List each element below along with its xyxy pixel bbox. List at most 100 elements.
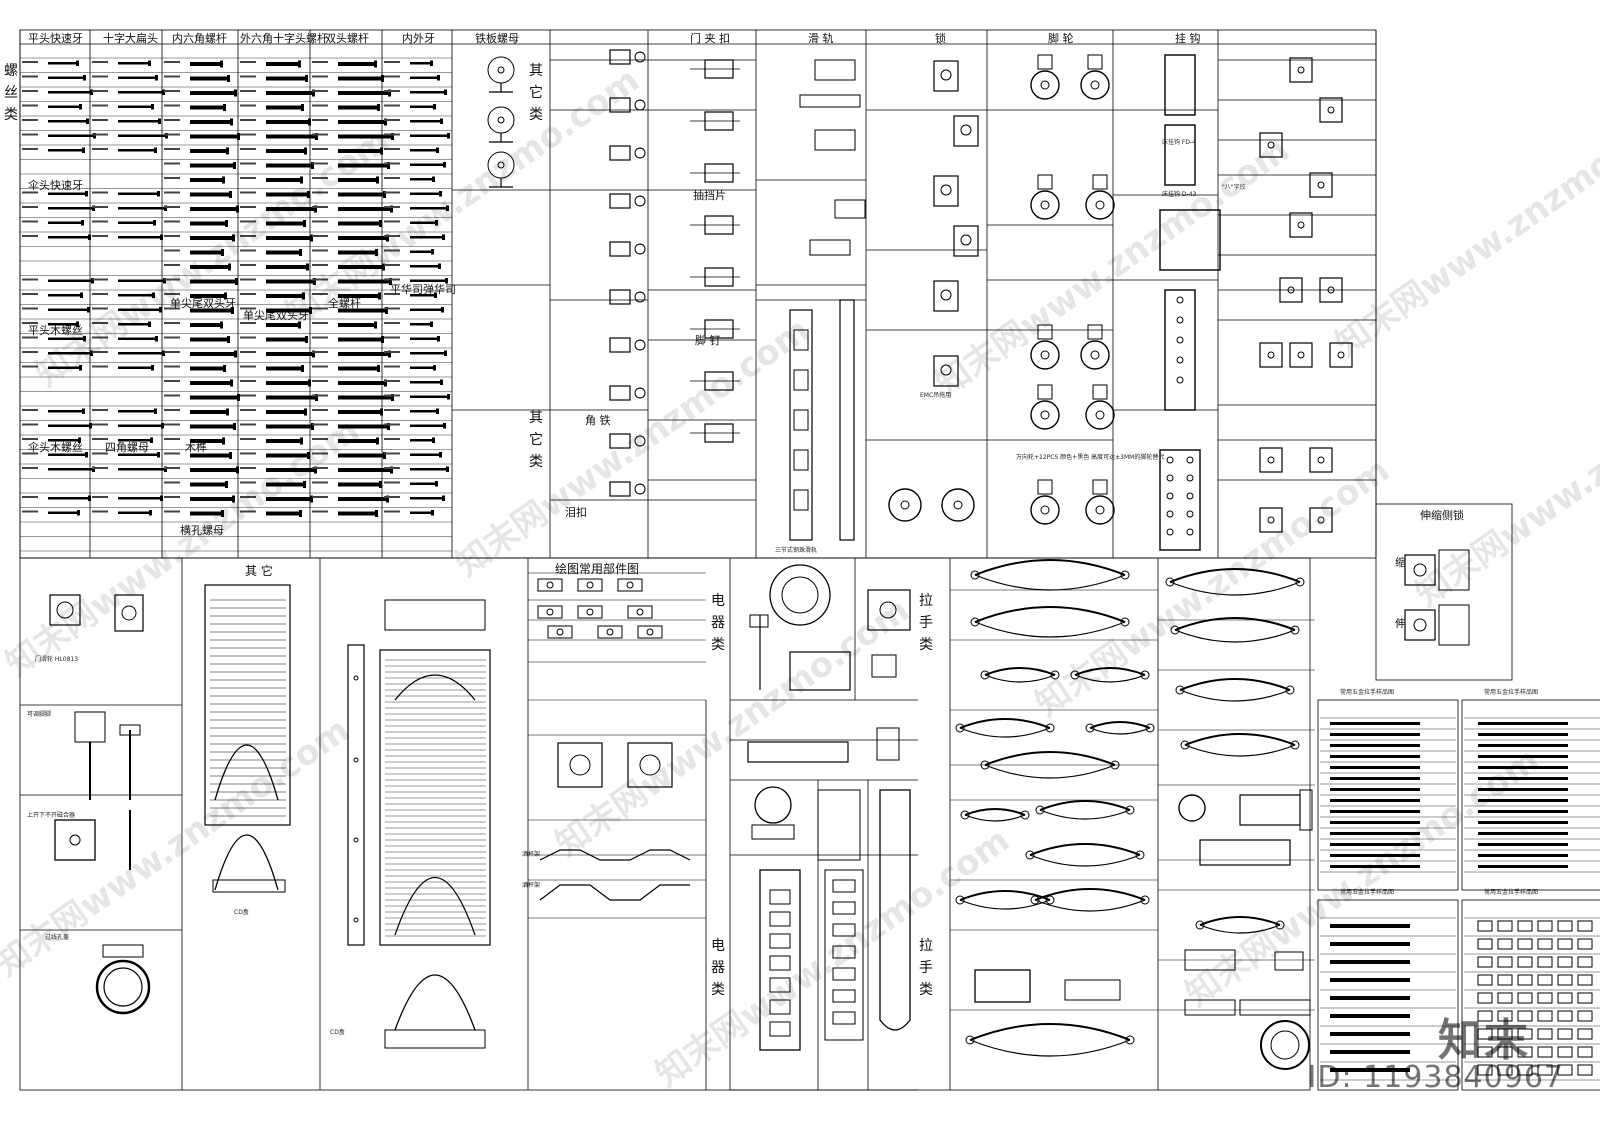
handle-end xyxy=(1295,577,1305,587)
ornate-handle xyxy=(1034,899,1146,912)
screw-head xyxy=(301,104,304,111)
spec-label-bar xyxy=(22,365,38,368)
plate-nut-hole xyxy=(497,161,505,169)
caster-wheel xyxy=(1030,190,1060,220)
cd-tower-arch xyxy=(394,674,476,701)
handle-thumb xyxy=(1477,956,1493,968)
screw-head xyxy=(437,336,440,342)
ornate-handle xyxy=(1029,854,1141,867)
spec-bar xyxy=(1478,854,1568,857)
screw-head xyxy=(443,423,446,429)
screw-head xyxy=(389,278,392,285)
spec-label-bar xyxy=(22,336,38,339)
spec-label-bar xyxy=(384,394,400,397)
column-header: 外六角十字头螺杆 xyxy=(240,32,328,45)
spec-label-bar xyxy=(384,148,400,150)
handle-thumb xyxy=(1577,938,1593,950)
slide-rail-left xyxy=(789,309,813,541)
screw-head xyxy=(387,423,390,430)
hinge-hole xyxy=(1317,181,1325,189)
screw-shank xyxy=(266,482,303,487)
spec-label-bar xyxy=(384,235,400,237)
spec-bar xyxy=(1330,733,1420,736)
handle-end xyxy=(1290,740,1300,750)
lock-body xyxy=(953,115,979,147)
spec-label-bar xyxy=(312,307,328,310)
bracket-hole xyxy=(606,628,614,636)
bracket-hole xyxy=(626,581,634,589)
section-label: 酒杯架 xyxy=(522,851,541,858)
hinge-hole xyxy=(1337,351,1345,359)
screw-shank xyxy=(266,468,314,472)
junction-box xyxy=(769,564,831,626)
spec-label-bar xyxy=(164,438,180,440)
screw-shank xyxy=(118,120,158,123)
screw-head xyxy=(155,336,158,342)
hinge-hole xyxy=(1327,286,1335,294)
screw-head xyxy=(437,75,440,81)
screw-shank xyxy=(338,76,381,81)
spec-label-bar xyxy=(240,220,256,223)
power-strip-outlet xyxy=(769,911,791,927)
spec-label-bar xyxy=(384,409,400,411)
screw-head xyxy=(298,321,301,329)
bail-handle xyxy=(1174,629,1296,643)
category-vertical-label: 拉手类 xyxy=(919,938,933,998)
bar-pull xyxy=(1239,999,1311,1016)
screw-shank xyxy=(190,511,221,516)
mounting-plate xyxy=(557,742,603,788)
handle-end xyxy=(1125,1035,1135,1045)
bracket-block xyxy=(537,578,563,592)
hinge-hole xyxy=(1327,106,1335,114)
cd-tower-outline xyxy=(379,649,491,946)
screw-shank xyxy=(338,221,379,226)
spec-bar xyxy=(1330,810,1420,813)
screw-head xyxy=(390,205,393,213)
spec-label-bar xyxy=(22,438,38,440)
grommet-top xyxy=(102,944,144,958)
caster-hub xyxy=(1040,200,1050,210)
slide-rail-part xyxy=(799,94,861,108)
screw-shank xyxy=(266,105,301,110)
door-roller xyxy=(114,594,144,632)
spec-label-bar xyxy=(312,119,328,121)
handle-thumb xyxy=(1577,1064,1593,1076)
light-switch xyxy=(876,727,900,761)
spec-table xyxy=(1317,699,1459,891)
spec-label-bar xyxy=(312,467,328,469)
handle-thumb xyxy=(1477,992,1493,1004)
hinge-part xyxy=(1319,277,1343,303)
spec-label-bar xyxy=(92,90,108,92)
spec-label-bar xyxy=(22,206,38,208)
hardware-circle xyxy=(634,51,646,63)
column-header: 平头快速牙 xyxy=(28,32,83,45)
hardware-circle xyxy=(634,483,646,495)
screw-head xyxy=(222,176,225,184)
knob-base xyxy=(1274,951,1304,971)
screw-head xyxy=(386,495,389,503)
spec-label-bar xyxy=(240,119,256,121)
spec-label-bar xyxy=(384,438,400,440)
door-roller-wheel xyxy=(56,601,74,619)
screw-shank xyxy=(266,91,312,95)
screw-head xyxy=(309,307,312,314)
screw-head xyxy=(430,321,433,327)
handle-thumb xyxy=(1557,992,1573,1004)
spec-label-bar xyxy=(92,510,108,513)
handle-thumb xyxy=(1577,1028,1593,1040)
spec-label-bar xyxy=(164,380,180,382)
screw-head xyxy=(88,495,91,501)
handle-thumb xyxy=(1517,974,1533,986)
screw-head xyxy=(441,307,444,313)
ring-handle-inner xyxy=(1270,1030,1300,1060)
screw-head xyxy=(440,118,443,124)
screw-shank xyxy=(48,76,83,79)
hinge-part xyxy=(1289,212,1313,238)
screw-head xyxy=(230,118,233,126)
spec-label-bar xyxy=(22,423,38,426)
screw-shank xyxy=(266,308,309,313)
spec-label-bar xyxy=(312,409,328,411)
spec-label-bar xyxy=(22,104,38,107)
screw-shank xyxy=(118,221,153,224)
screw-shank xyxy=(118,279,163,282)
